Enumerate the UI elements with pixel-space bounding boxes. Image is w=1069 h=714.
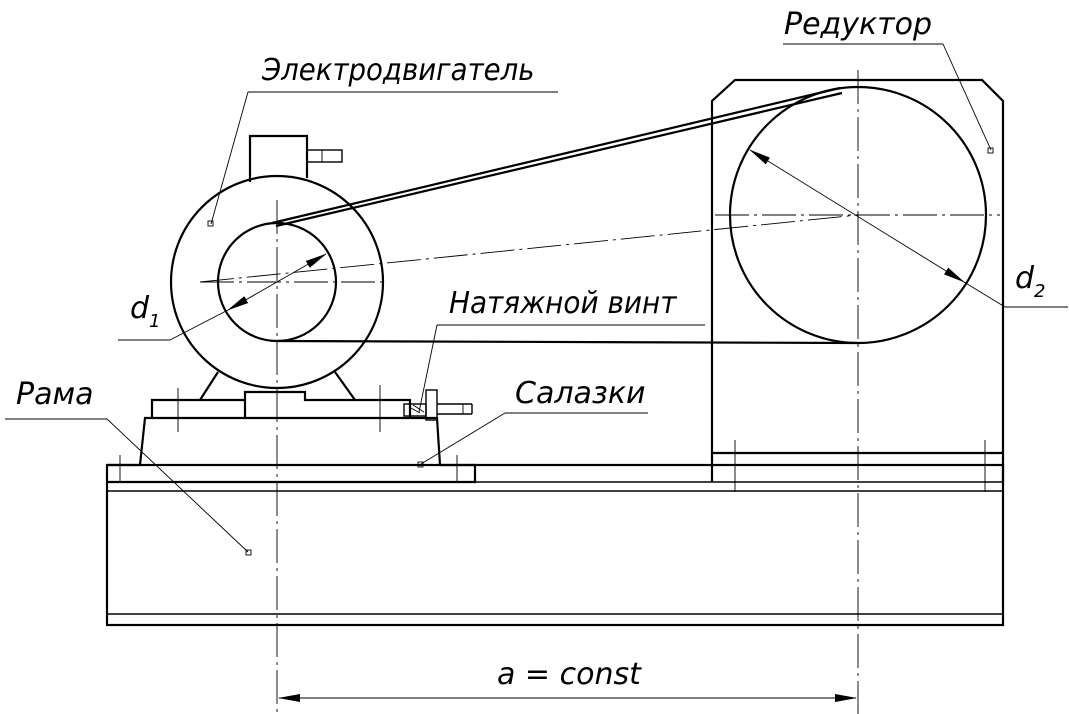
- leaders: [5, 43, 994, 556]
- tension-screw-label: Натяжной винт: [449, 285, 678, 320]
- motor-label: Электродвигатель: [261, 52, 535, 87]
- slide-base: [107, 416, 477, 484]
- dimension-d2: [749, 149, 1068, 308]
- tension-screw: [403, 389, 473, 421]
- frame: [105, 463, 1005, 627]
- reducer-label: Редуктор: [784, 7, 932, 42]
- frame-label: Рама: [16, 377, 94, 412]
- reducer-housing: [710, 78, 1005, 492]
- slide-label: Салазки: [515, 376, 645, 411]
- d2-label: d2: [1015, 261, 1046, 302]
- belt: [271, 86, 859, 345]
- motor-feet: [150, 371, 412, 432]
- center-distance-label: a = const: [497, 657, 642, 692]
- d1-label: d1: [130, 291, 161, 332]
- dimension-d1: [118, 253, 327, 341]
